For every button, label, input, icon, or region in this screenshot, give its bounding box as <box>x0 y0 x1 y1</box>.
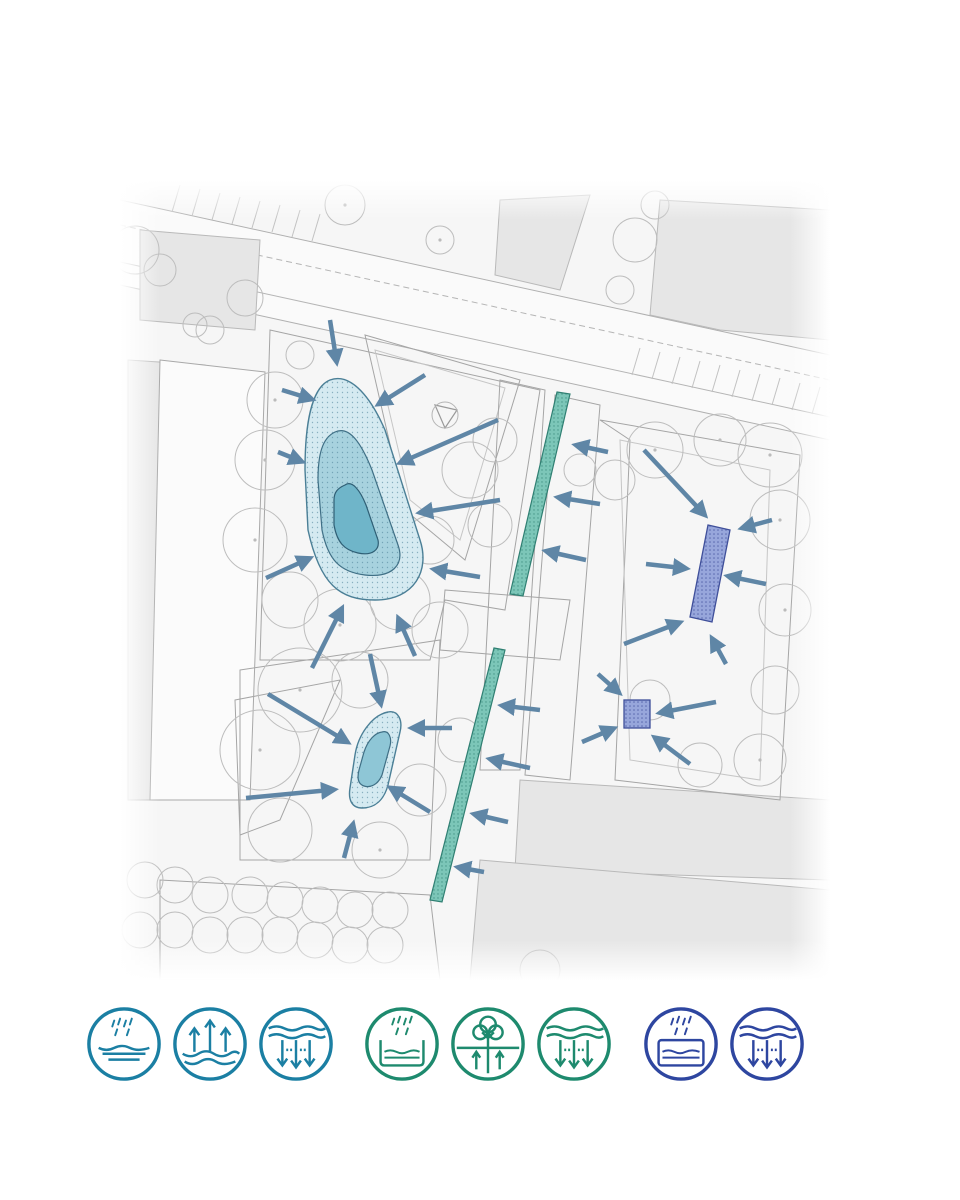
tree-evapotranspiration-icon <box>451 1007 525 1081</box>
evaporation-icon <box>173 1007 247 1081</box>
play-triangle <box>433 404 458 430</box>
play-circle <box>431 401 459 429</box>
legend-storage-tanks <box>642 1005 806 1083</box>
west-building <box>149 359 266 801</box>
infiltration-icon <box>730 1007 804 1081</box>
small-retention-basin <box>348 711 402 809</box>
infiltration-icon <box>537 1007 611 1081</box>
infiltration-swales <box>429 391 571 903</box>
rain-retention-icon <box>87 1007 161 1081</box>
storage-tanks <box>623 524 731 729</box>
rain-tank-icon <box>644 1007 718 1081</box>
large-retention-basin <box>304 377 424 601</box>
legend-infiltration-swales <box>363 1005 613 1083</box>
rain-tank-icon <box>365 1007 439 1081</box>
legend-retention-basins <box>85 1005 335 1083</box>
infiltration-icon <box>259 1007 333 1081</box>
flow-arrows <box>245 319 773 879</box>
